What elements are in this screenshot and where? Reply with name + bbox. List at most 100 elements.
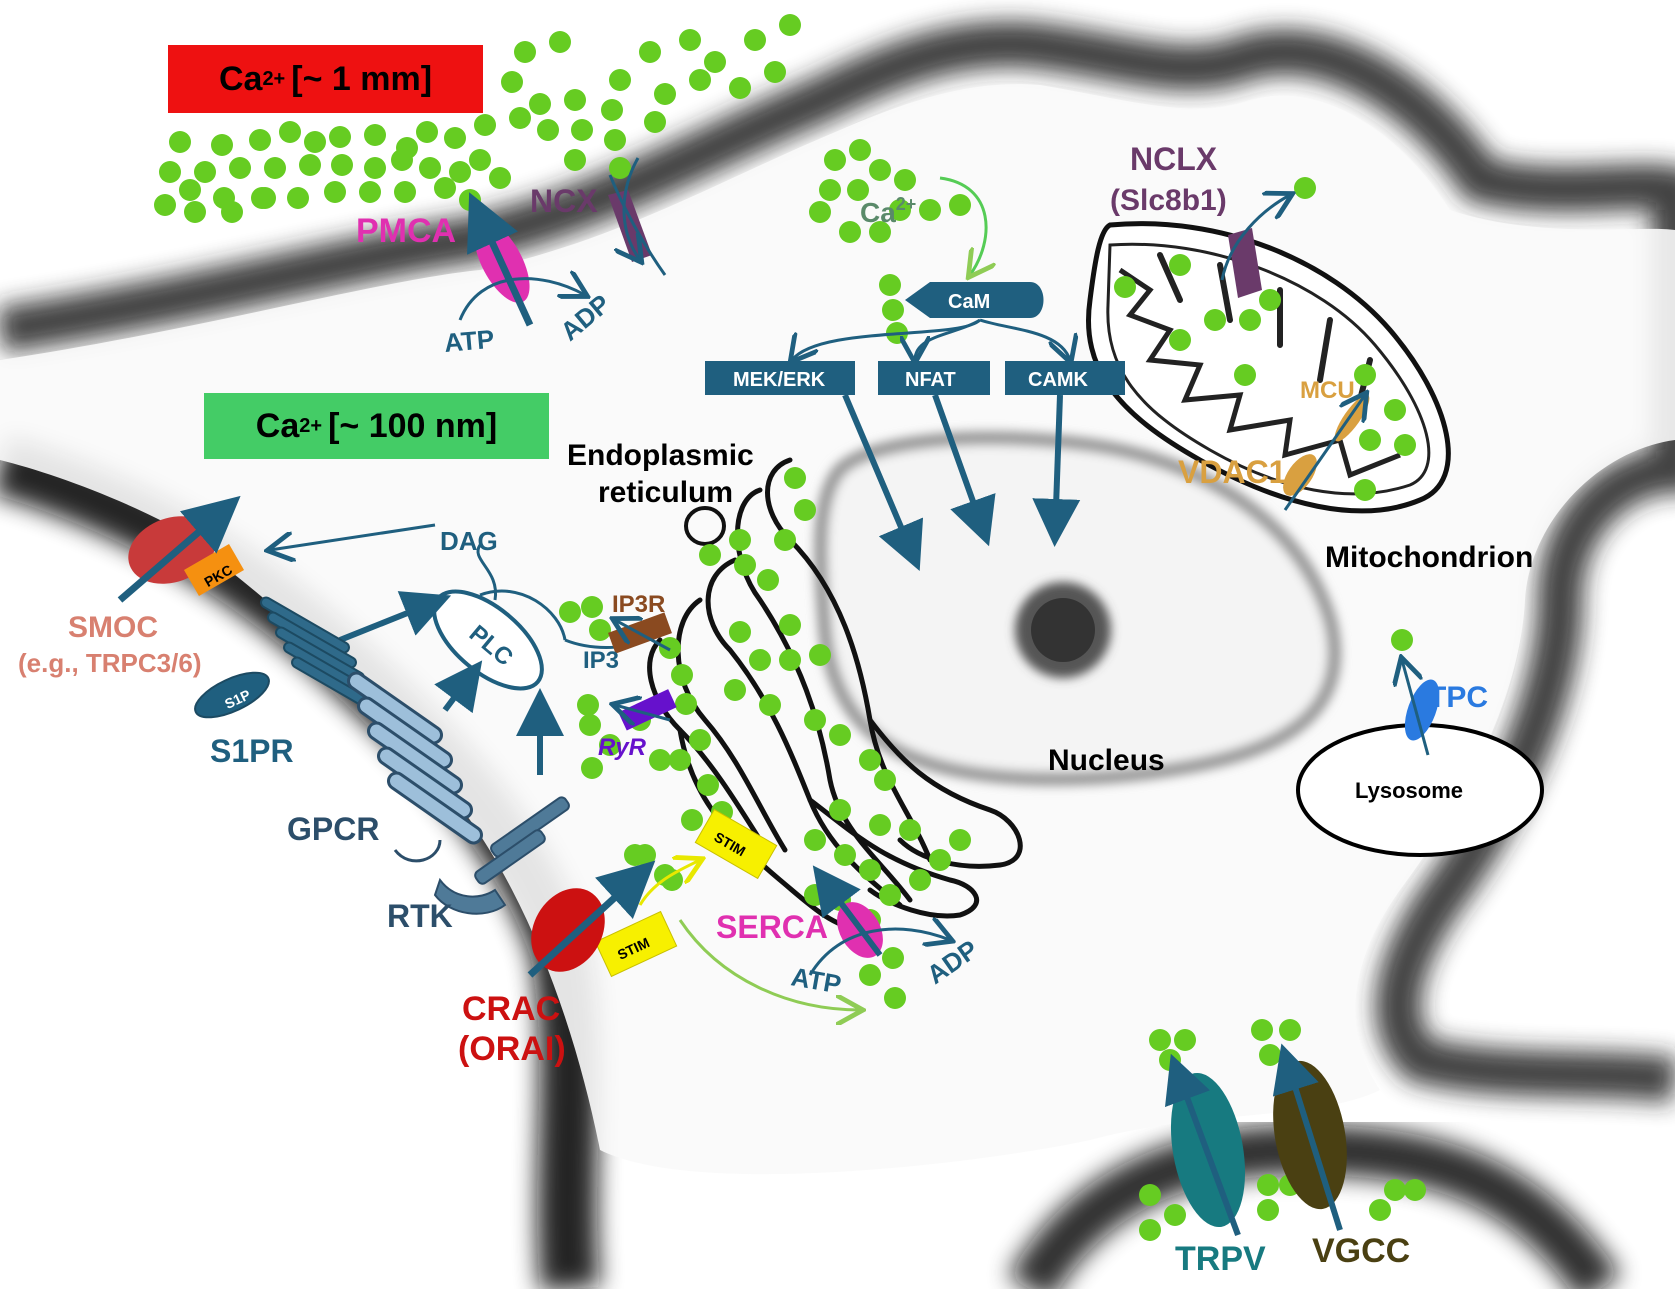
calcium-ion bbox=[1169, 254, 1191, 276]
nclx-exchanger bbox=[1220, 195, 1290, 298]
calcium-ion bbox=[1174, 1029, 1196, 1051]
calcium-ion bbox=[779, 649, 801, 671]
calcium-ion bbox=[1354, 479, 1376, 501]
nclx-gene-label: (Slc8b1) bbox=[1110, 184, 1227, 217]
calcium-ion bbox=[304, 131, 326, 153]
pmca-pump bbox=[458, 192, 585, 327]
calcium-ion bbox=[804, 829, 826, 851]
calcium-ion bbox=[919, 199, 941, 221]
calcium-ion bbox=[744, 29, 766, 51]
calcium-ion bbox=[1279, 1019, 1301, 1041]
calcium-ion bbox=[1384, 399, 1406, 421]
calcium-ion bbox=[671, 664, 693, 686]
calcium-ion bbox=[359, 181, 381, 203]
trpv-label: TRPV bbox=[1175, 1240, 1266, 1278]
ca-to-cam-arrow bbox=[939, 176, 986, 275]
store-refill-arrow bbox=[678, 919, 860, 1010]
s1pr-receptor bbox=[194, 596, 381, 719]
plc-to-ip3-line bbox=[479, 589, 567, 641]
tpc-label: TPC bbox=[1428, 681, 1488, 714]
calcium-ion bbox=[184, 201, 206, 223]
vgcc-channel bbox=[1272, 1043, 1347, 1231]
smoc-label: SMOC bbox=[68, 611, 158, 644]
mek-erk-label: MEK/ERK bbox=[733, 369, 826, 391]
calcium-ion bbox=[1204, 309, 1226, 331]
ncx-exchanger bbox=[608, 157, 667, 276]
extracellular-ion: Ca bbox=[218, 59, 263, 98]
calcium-ion bbox=[331, 154, 353, 176]
cam-branches bbox=[792, 318, 1070, 360]
calcium-ion bbox=[514, 41, 536, 63]
calcium-ion bbox=[579, 714, 601, 736]
calcium-ion bbox=[581, 596, 603, 618]
stim-er-box bbox=[694, 808, 778, 880]
s1pr-label: S1PR bbox=[210, 733, 294, 769]
calcium-ion bbox=[154, 194, 176, 216]
calcium-ion bbox=[759, 694, 781, 716]
calcium-ion bbox=[779, 614, 801, 636]
calcium-ion bbox=[704, 51, 726, 73]
er-label-line1: Endoplasmic bbox=[567, 439, 754, 472]
calcium-ion bbox=[571, 119, 593, 141]
calcium-ion bbox=[794, 499, 816, 521]
calcium-ion bbox=[364, 124, 386, 146]
calcium-ion bbox=[689, 729, 711, 751]
calcium-ion bbox=[829, 799, 851, 821]
calcium-ion bbox=[774, 529, 796, 551]
nfat-box bbox=[878, 361, 990, 395]
camk-label: CAMK bbox=[1028, 369, 1089, 391]
calcium-ion bbox=[299, 154, 321, 176]
calcium-ion bbox=[819, 179, 841, 201]
calcium-ion bbox=[749, 649, 771, 671]
calcium-ion bbox=[1354, 364, 1376, 386]
smoc-example-label: (e.g., TRPC3/6) bbox=[18, 648, 201, 678]
calcium-ion bbox=[889, 199, 911, 221]
labels: PMCA NCX ATP ADP Ca2+ CaM MEK/ERK NFAT C… bbox=[18, 141, 1533, 1278]
calcium-ion bbox=[474, 114, 496, 136]
calcium-ion bbox=[879, 274, 901, 296]
calcium-ion bbox=[757, 569, 779, 591]
calcium-ion bbox=[221, 201, 243, 223]
calcium-ion bbox=[529, 93, 551, 115]
nclx-label: NCLX bbox=[1130, 141, 1218, 177]
nfat-label: NFAT bbox=[905, 369, 956, 391]
calcium-ion bbox=[564, 149, 586, 171]
rtk-receptor bbox=[433, 796, 570, 915]
calcium-ion bbox=[681, 809, 703, 831]
calcium-ion bbox=[229, 157, 251, 179]
calcium-ion bbox=[1391, 629, 1413, 651]
calcium-ion bbox=[654, 864, 676, 886]
calcium-ion bbox=[859, 964, 881, 986]
calcium-ion bbox=[609, 157, 631, 179]
calcium-ion bbox=[729, 621, 751, 643]
calcium-ion bbox=[869, 159, 891, 181]
rtk-label: RTK bbox=[387, 898, 453, 934]
calcium-ion bbox=[179, 179, 201, 201]
mitochondrion bbox=[1086, 221, 1451, 514]
calcium-ion bbox=[929, 849, 951, 871]
calcium-ion bbox=[324, 181, 346, 203]
calcium-ion bbox=[1239, 309, 1261, 331]
calcium-ion bbox=[847, 179, 869, 201]
calcium-ion bbox=[391, 149, 413, 171]
calcium-ion bbox=[1251, 1019, 1273, 1041]
intracellular-concentration-box bbox=[204, 393, 549, 459]
stim-pm-box bbox=[594, 910, 678, 978]
calcium-ion bbox=[644, 111, 666, 133]
calcium-ion bbox=[1369, 1199, 1391, 1221]
vgcc-label: VGCC bbox=[1312, 1232, 1410, 1270]
calcium-ion bbox=[654, 83, 676, 105]
calcium-ion bbox=[1257, 1199, 1279, 1221]
receptor-to-plc-arrows bbox=[338, 591, 564, 775]
calcium-ion bbox=[849, 139, 871, 161]
calcium-ion bbox=[882, 299, 904, 321]
calcium-ion bbox=[859, 859, 881, 881]
calcium-ion bbox=[416, 121, 438, 143]
smoc-channel bbox=[117, 495, 245, 603]
extracellular-calcium bbox=[154, 14, 801, 223]
calcium-ion bbox=[1149, 1029, 1171, 1051]
intracellular-charge: 2+ bbox=[299, 414, 323, 437]
calcium-ion bbox=[949, 829, 971, 851]
calcium-ion bbox=[894, 169, 916, 191]
